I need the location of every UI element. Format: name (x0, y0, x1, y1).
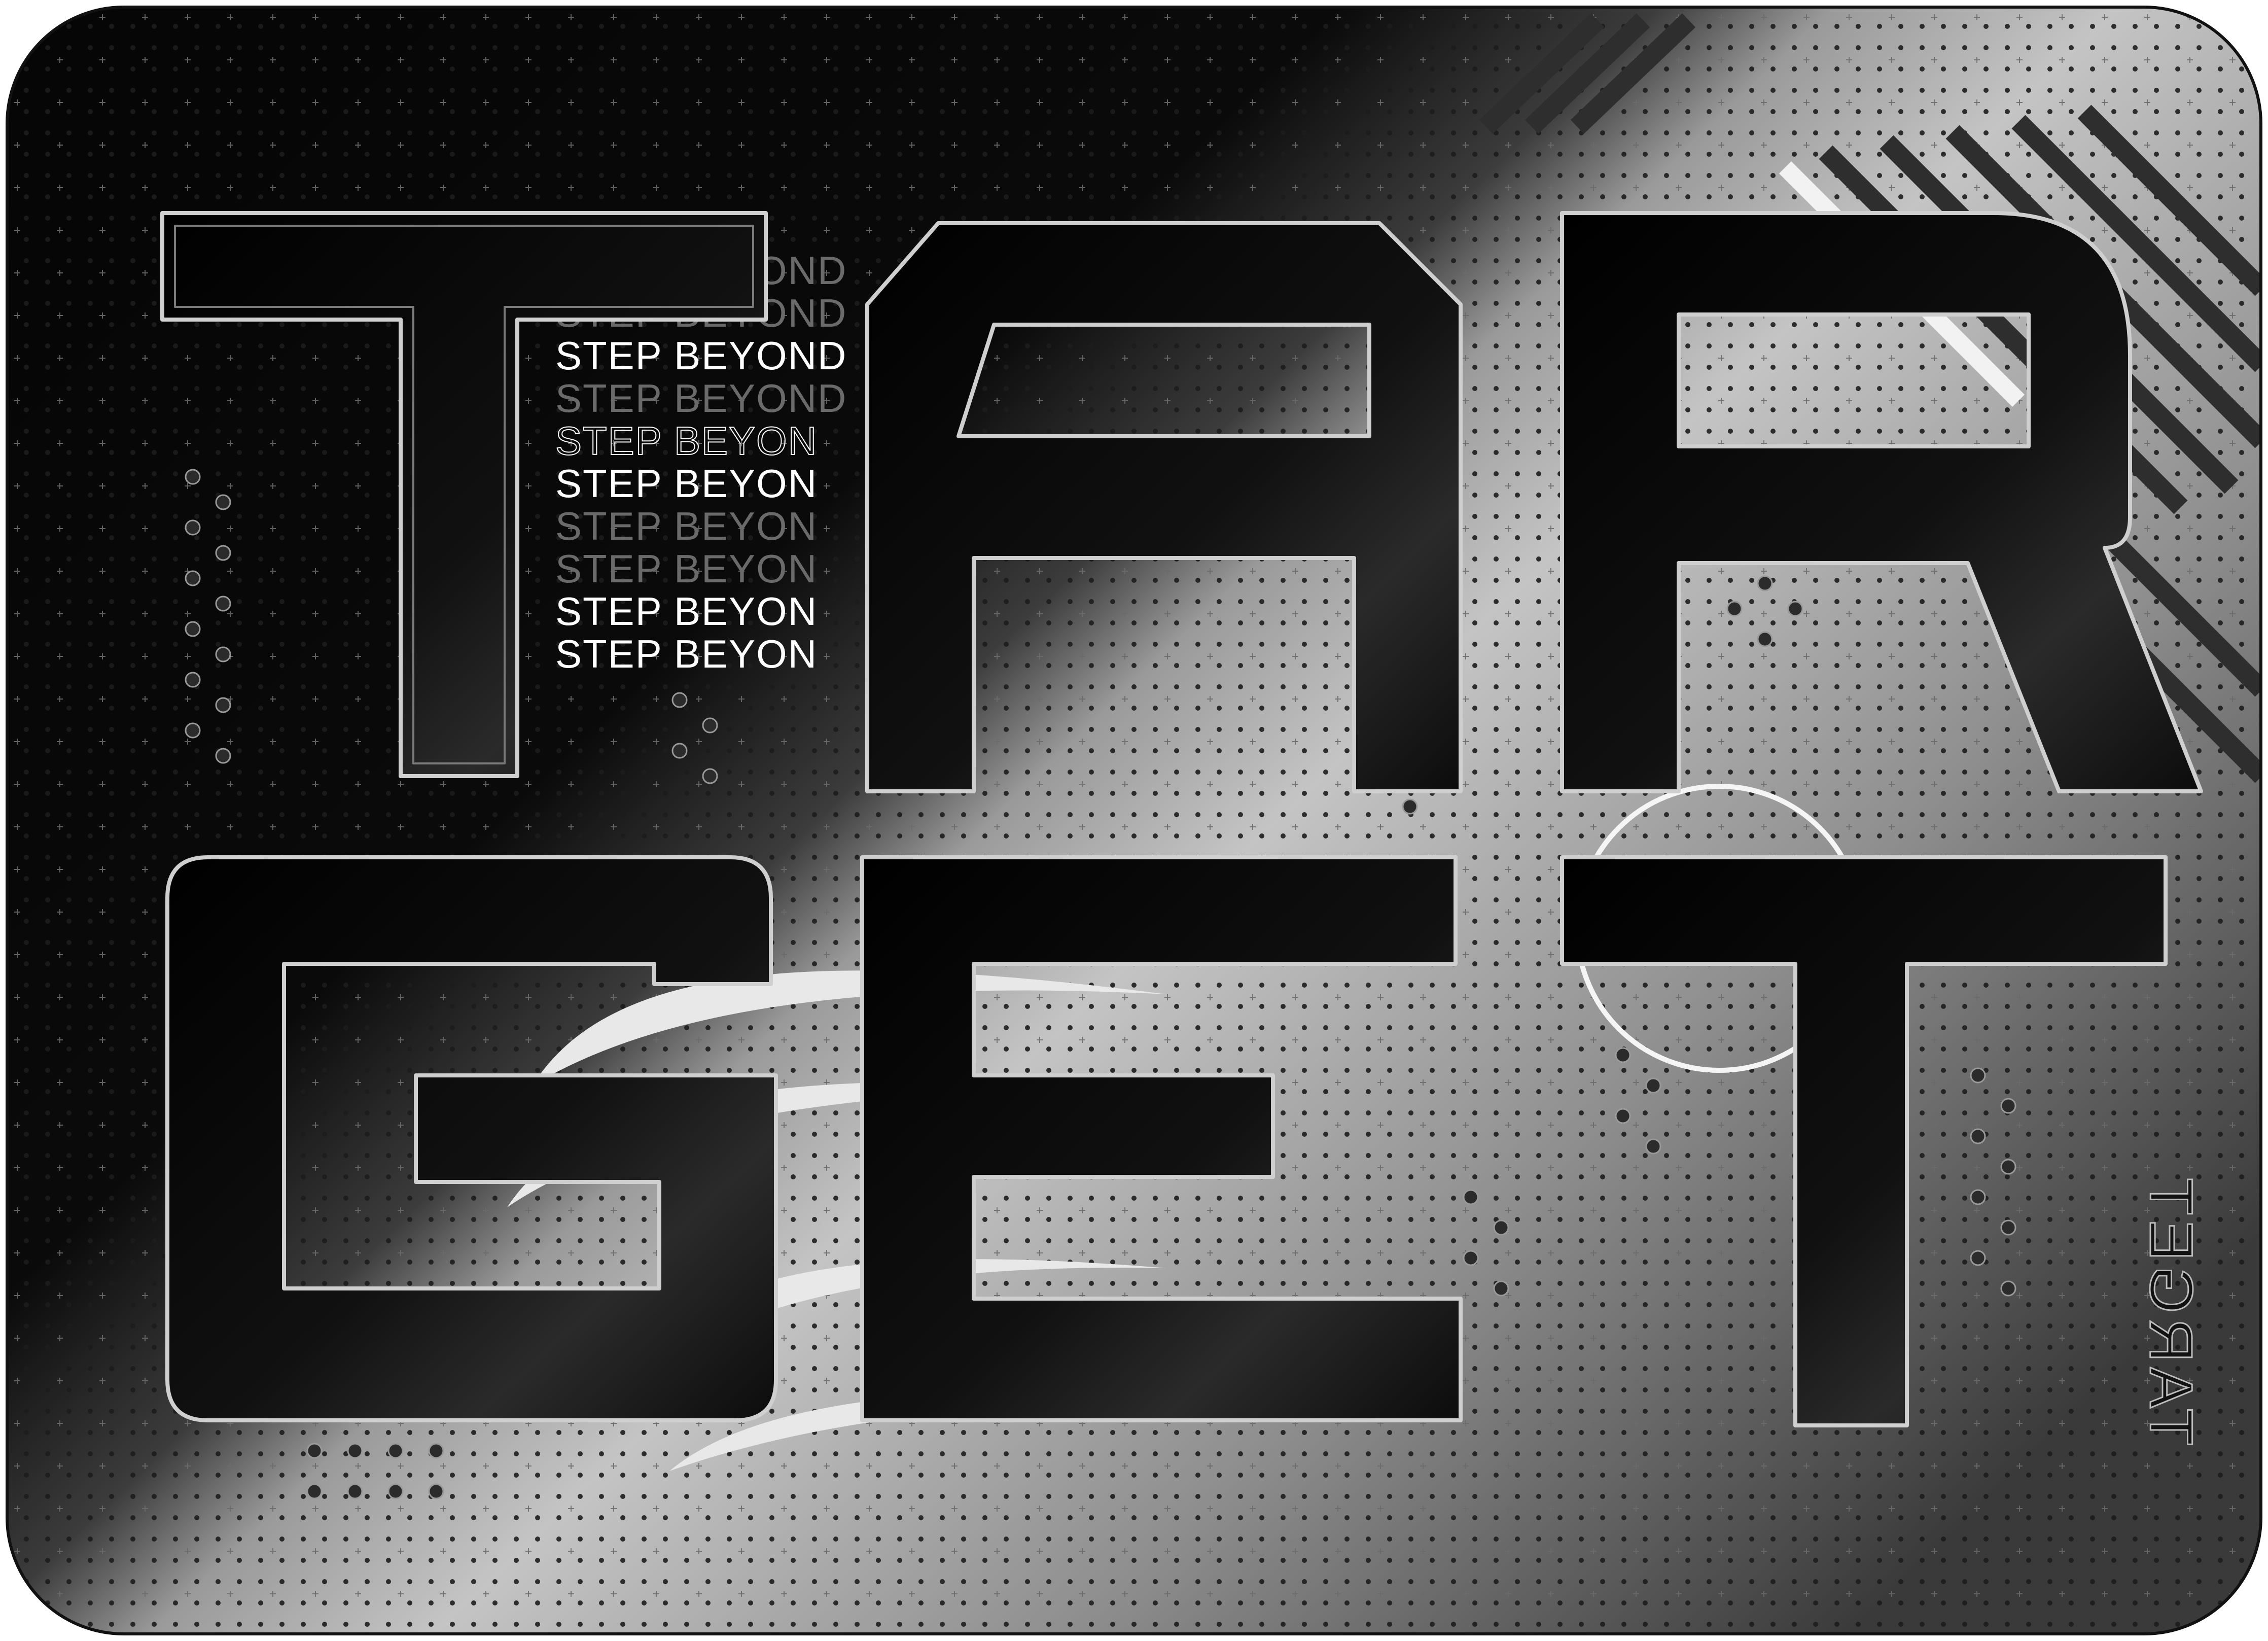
embossed-dot-clusters (185, 469, 2016, 1499)
letter-t-bottom (1560, 855, 2168, 1427)
tagline-row: STEP BEYOND (555, 333, 847, 378)
tagline-row: STEP BEYON (555, 461, 818, 506)
letter-e (860, 855, 1463, 1422)
pad-border (6, 6, 2262, 1635)
letter-t-top-inner (174, 225, 754, 764)
letter-a (865, 221, 1463, 793)
tagline-row: STEP BEYON (555, 504, 818, 548)
tagline-row: STEP BEYON (555, 418, 818, 463)
tagline-row: STEP BEYOND (555, 376, 847, 421)
letter-t-top (160, 211, 768, 778)
tagline-row: STEP BEYON (555, 632, 818, 676)
side-logo: TARGET (2137, 1173, 2205, 1446)
letter-g (165, 855, 778, 1422)
tagline-row: STEP BEYON (555, 589, 818, 634)
tagline-row: STEP BEYON (555, 546, 818, 591)
letter-r (1560, 211, 2203, 793)
title-letters (160, 211, 2203, 1427)
